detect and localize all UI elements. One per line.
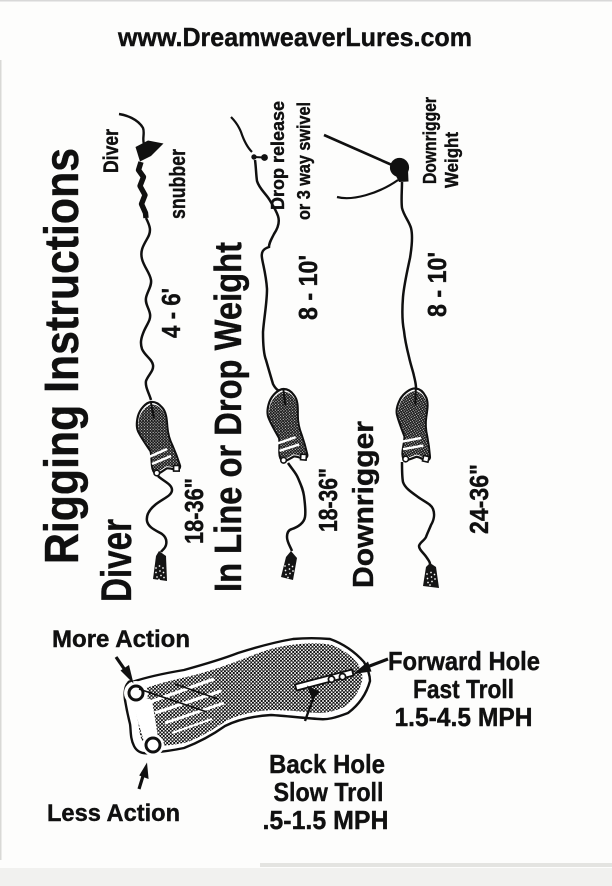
- svg-text:.5-1.5 MPH: .5-1.5 MPH: [263, 805, 389, 835]
- svg-text:Slow Troll: Slow Troll: [274, 777, 384, 807]
- svg-text:Diver: Diver: [93, 519, 141, 602]
- svg-text:18-36": 18-36": [179, 478, 209, 544]
- svg-text:In Line or Drop Weight: In Line or Drop Weight: [208, 242, 250, 592]
- svg-text:www.DreamweaverLures.com: www.DreamweaverLures.com: [117, 22, 472, 52]
- svg-text:Downrigger: Downrigger: [348, 421, 380, 588]
- svg-text:Weight: Weight: [442, 132, 462, 188]
- svg-text:18-36": 18-36": [313, 468, 343, 532]
- svg-text:8 - 10': 8 - 10': [293, 255, 323, 320]
- svg-text:Downrigger: Downrigger: [420, 97, 440, 184]
- svg-text:8 - 10': 8 - 10': [422, 252, 452, 317]
- svg-text:snubber: snubber: [165, 149, 190, 219]
- svg-text:Back Hole: Back Hole: [269, 749, 385, 779]
- svg-text:1.5-4.5 MPH: 1.5-4.5 MPH: [395, 702, 533, 732]
- svg-text:More Action: More Action: [52, 626, 190, 653]
- svg-text:24-36": 24-36": [464, 464, 494, 534]
- svg-text:Diver: Diver: [100, 129, 123, 173]
- svg-text:4 - 6': 4 - 6': [156, 288, 186, 338]
- svg-text:Less Action: Less Action: [47, 800, 180, 827]
- svg-text:Forward Hole: Forward Hole: [388, 646, 540, 676]
- svg-text:or 3 way swivel: or 3 way swivel: [294, 102, 314, 220]
- svg-text:Rigging Instructions: Rigging Instructions: [36, 148, 89, 564]
- svg-text:Drop release: Drop release: [268, 101, 288, 210]
- svg-text:Fast Troll: Fast Troll: [413, 674, 514, 704]
